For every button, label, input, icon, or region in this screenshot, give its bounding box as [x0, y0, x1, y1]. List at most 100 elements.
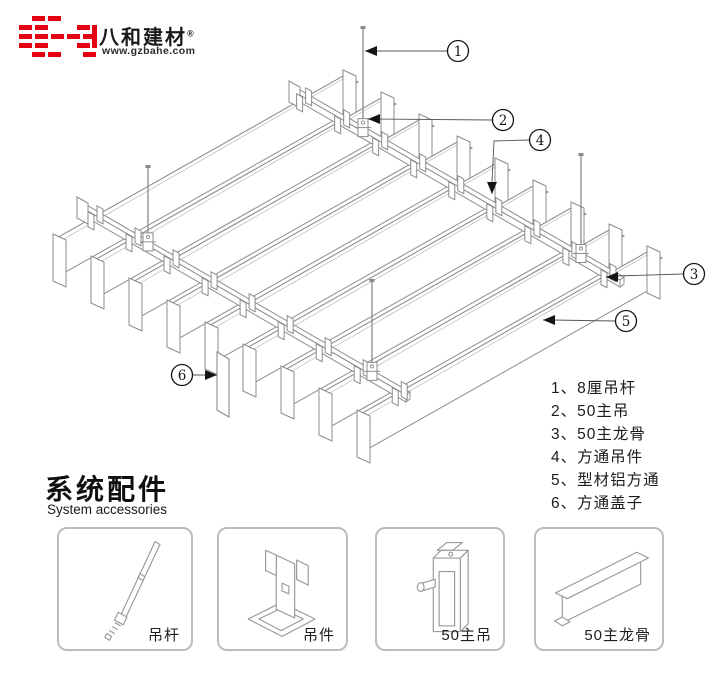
baffle-end-cap: [166, 299, 181, 354]
rod-top-anchor: [145, 165, 151, 168]
baffle-clip: [315, 342, 323, 363]
baffle-clip: [381, 130, 389, 151]
hanger-bolt-head: [145, 234, 151, 239]
baffle-end-cap: [204, 321, 219, 376]
callout-number-1: 1: [454, 44, 463, 60]
callout-arrow-4: [487, 182, 497, 194]
logo-dash: [83, 34, 96, 39]
callout-number-3: 3: [690, 267, 699, 283]
baffle-clip: [172, 248, 180, 269]
section-subtitle: System accessories: [47, 502, 168, 517]
baffle-clip: [343, 108, 351, 129]
accessory-card-main-hanger: 50主吊: [375, 527, 505, 651]
accessory-card-main-keel: 50主龙骨: [534, 527, 664, 651]
baffle-clip: [96, 204, 104, 225]
hanger-bolt-head: [578, 246, 584, 251]
baffle-clip: [562, 246, 570, 267]
logo-dash: [35, 25, 48, 30]
registered-mark: ®: [187, 28, 196, 39]
baffle-clip: [457, 174, 465, 195]
baffle-end-cap: [318, 387, 333, 442]
brand-name: 八和建材®: [99, 25, 196, 49]
logo-dash: [32, 52, 45, 57]
baffle-end-cap: [356, 409, 371, 464]
main-keel-start-plate: [76, 196, 89, 225]
baffle-clip: [400, 380, 408, 401]
logo-dash: [51, 34, 64, 39]
baffle-end-cap: [646, 245, 661, 300]
legend-item: 3、50主龙骨: [551, 426, 646, 443]
main-keel-sketch: [553, 551, 650, 627]
accessory-label: 吊件: [302, 627, 335, 644]
rod-top-anchor: [369, 279, 375, 282]
baffle-clip: [324, 336, 332, 357]
rod-top-anchor: [578, 153, 584, 156]
loose-cover-plate: [216, 351, 230, 418]
baffle-clip: [163, 254, 171, 275]
hanger-bolt-head: [369, 364, 375, 369]
baffle-clip: [334, 114, 342, 135]
legend-item: 1、8厘吊杆: [551, 380, 637, 397]
baffle-end-cap: [128, 277, 143, 332]
legend-item: 6、方通盖子: [551, 495, 644, 512]
baffle-clip: [486, 202, 494, 223]
logo-dash: [48, 16, 61, 21]
baffle-end-cap: [280, 365, 295, 420]
baffle-clip: [533, 218, 541, 239]
callout-arrow-6: [205, 370, 217, 380]
logo-dash: [35, 34, 48, 39]
accessory-card-hanger-clip: 吊件: [217, 527, 348, 651]
section-title: 系统配件: [45, 474, 170, 505]
baffle-end-cap: [242, 343, 257, 398]
callout-number-4: 4: [536, 133, 545, 149]
accessory-label: 吊杆: [147, 627, 180, 644]
logo-dash: [19, 25, 32, 30]
hanger-bolt-head: [360, 120, 366, 125]
callout-circle-5: [614, 309, 638, 333]
baffle-clip: [495, 196, 503, 217]
hanger-clip-sketch: [247, 549, 316, 637]
baffle-clip: [353, 364, 361, 385]
baffle-clip: [524, 224, 532, 245]
legend-item: 4、方通吊件: [551, 449, 644, 466]
legend-item: 2、50主吊: [551, 403, 630, 420]
baffle-clip: [87, 210, 95, 231]
baffle-end-cap: [90, 255, 105, 310]
legend-item: 5、型材铝方通: [551, 472, 660, 489]
baffle-clip: [448, 180, 456, 201]
callout-number-6: 6: [178, 368, 187, 384]
callout-circle-6: [170, 363, 194, 387]
logo-bar: [92, 25, 97, 48]
bahe-logo-mark: [19, 16, 97, 57]
callout-circle-4: [528, 128, 552, 152]
logo-dash: [35, 43, 48, 48]
callout-circle-3: [682, 262, 706, 286]
baffle-clip: [372, 136, 380, 157]
logo-dash: [67, 34, 80, 39]
accessory-label: 50主吊: [441, 627, 492, 644]
baffle-clip: [305, 87, 313, 107]
baffle-clip: [296, 93, 304, 113]
main-keel-end-face: [619, 276, 625, 288]
accessory-card-hanger-rod: 吊杆: [57, 527, 193, 651]
baffle-clip: [410, 158, 418, 179]
main-hanger-sketch: [416, 541, 469, 633]
logo-dash: [77, 43, 90, 48]
callout-arrow-2: [368, 114, 380, 124]
logo-dash: [83, 52, 96, 57]
callout-circle-2: [491, 108, 515, 132]
brand-url: www.gzbahe.com: [102, 45, 196, 57]
callout-arrow-3: [606, 272, 618, 282]
baffle-clip: [391, 386, 399, 407]
baffle-clip: [286, 314, 294, 335]
baffle-clip: [600, 268, 608, 289]
callout-circle-1: [446, 39, 470, 63]
callout-number-2: 2: [499, 113, 508, 129]
logo-dash: [77, 25, 90, 30]
baffle-clip: [248, 292, 256, 313]
callout-arrow-5: [543, 315, 555, 325]
baffle-clip: [134, 226, 142, 247]
logo-dash: [32, 16, 45, 21]
